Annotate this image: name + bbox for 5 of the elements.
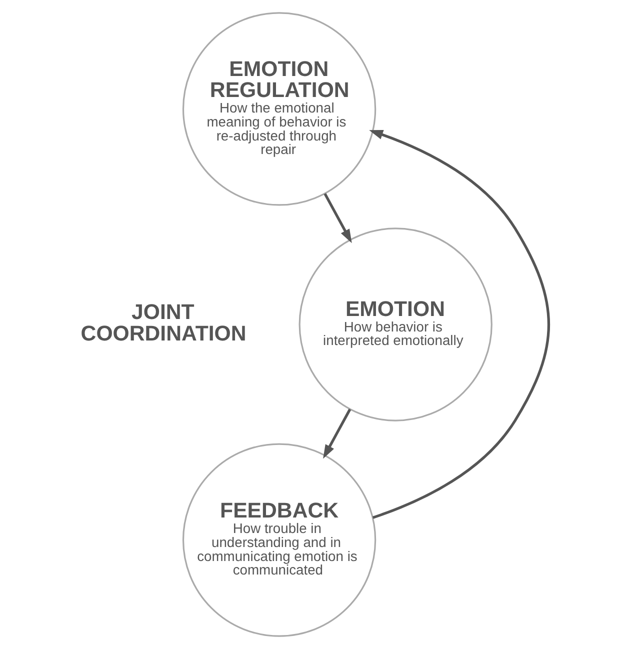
arrow	[323, 408, 352, 459]
arrow	[324, 193, 352, 244]
node-circle: EMOTION REGULATION How the emotional meaning of behavior is re-adjusted through repair	[182, 12, 376, 206]
label: JOINT COORDINATION	[80, 300, 246, 346]
arrow	[369, 130, 550, 519]
